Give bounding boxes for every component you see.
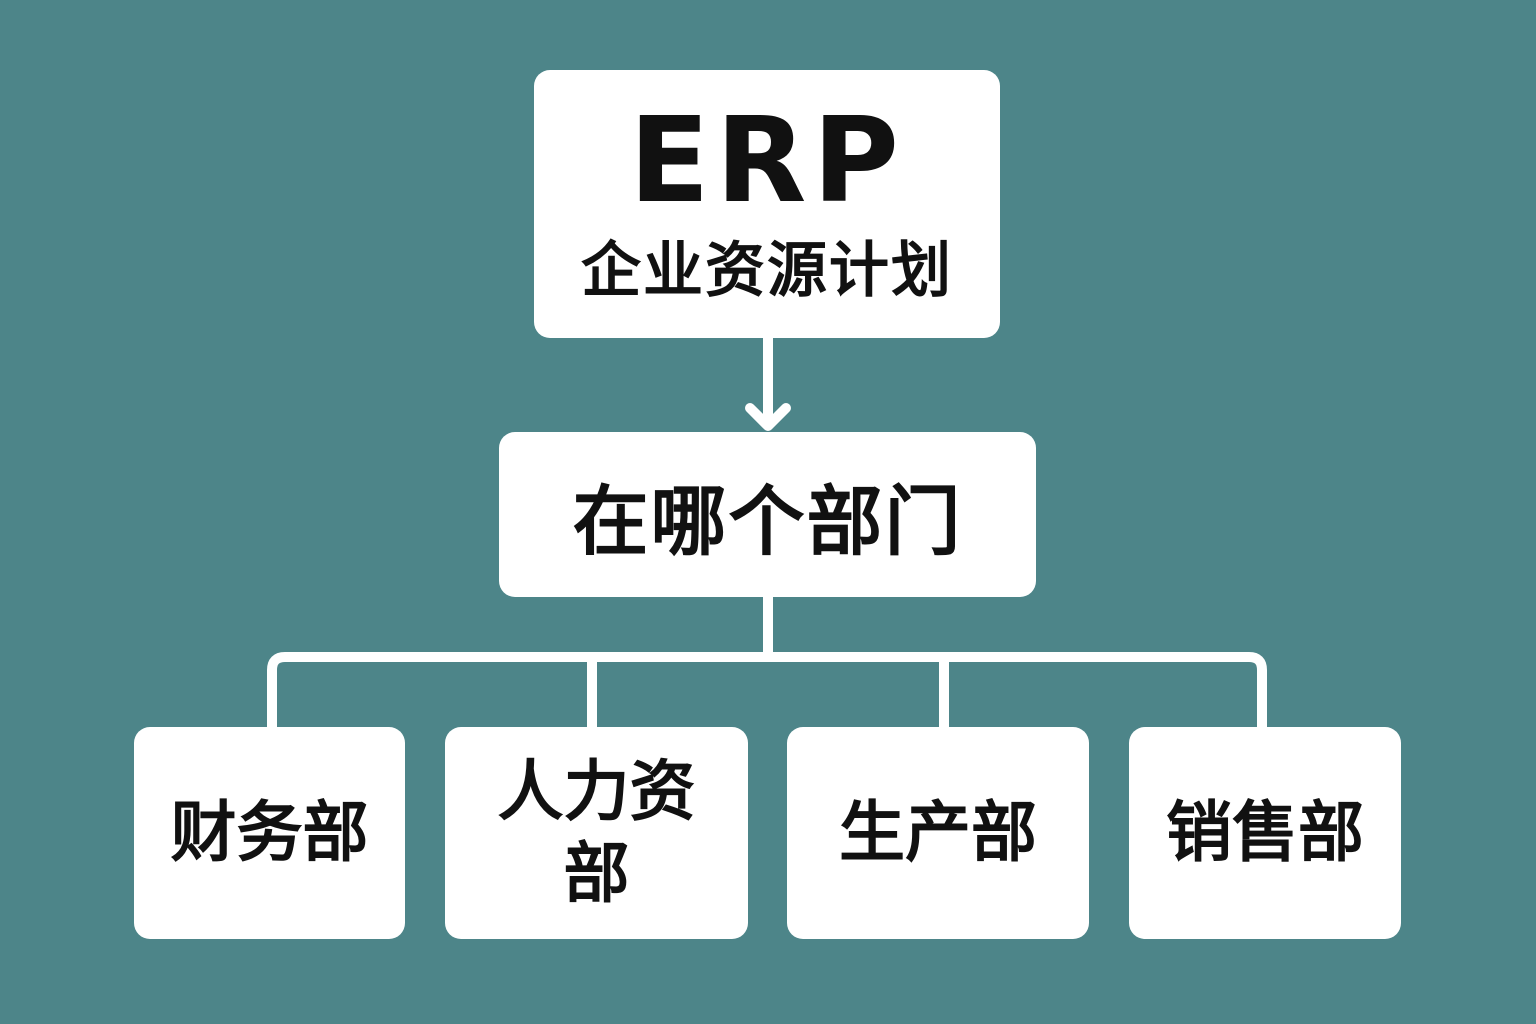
department-node-hr: 人力资部: [445, 727, 748, 939]
erp-root-node: ERP 企业资源计划: [534, 70, 1000, 338]
question-label: 在哪个部门: [572, 476, 963, 566]
erp-subtitle: 企业资源计划: [581, 236, 953, 306]
department-node-sales: 销售部: [1129, 727, 1401, 939]
department-node-finance: 财务部: [134, 727, 405, 939]
department-label: 生产部: [839, 793, 1037, 871]
department-label: 销售部: [1166, 793, 1364, 871]
department-question-node: 在哪个部门: [499, 432, 1036, 597]
erp-title: ERP: [629, 91, 905, 229]
branch-horizontal-line: [267, 652, 1267, 727]
department-node-production: 生产部: [787, 727, 1089, 939]
department-label: 人力资部: [497, 752, 696, 913]
department-label: 财务部: [170, 793, 369, 871]
arrowhead-icon: [745, 403, 791, 431]
